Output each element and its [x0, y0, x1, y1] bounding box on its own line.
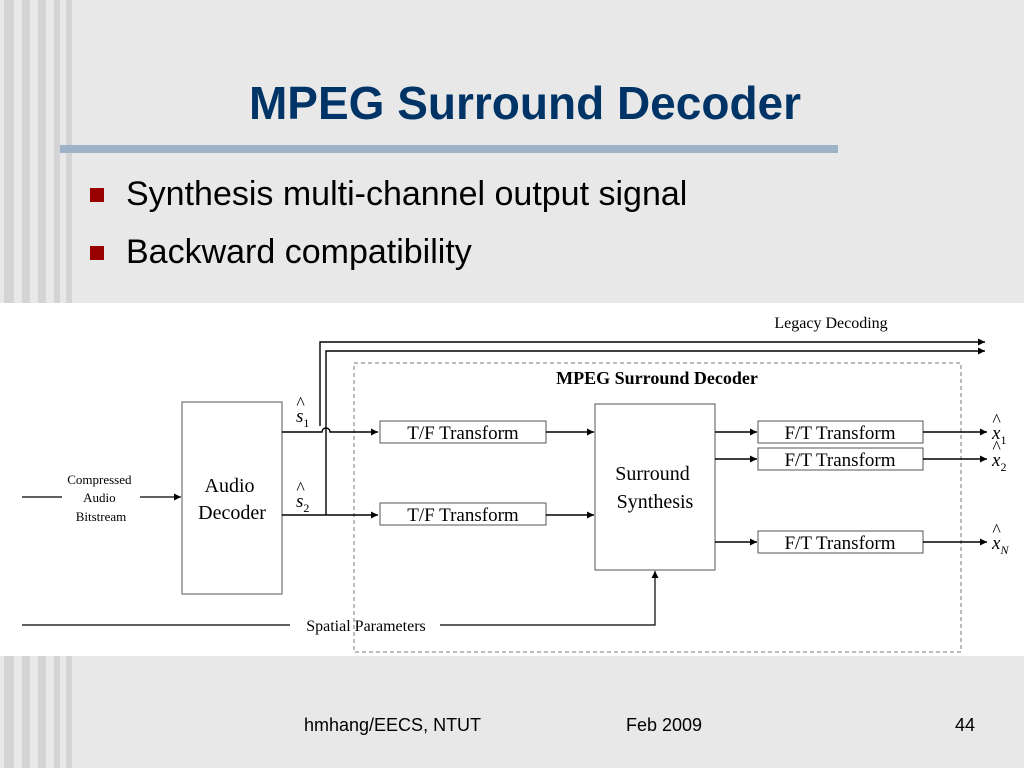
decoder-boundary — [353, 362, 962, 653]
block-diagram: MPEG Surround Decoder Legacy Decoding Co… — [0, 303, 1024, 656]
bullet-list: Synthesis multi-channel output signal Ba… — [88, 168, 687, 284]
spatial-parameters-label: Spatial Parameters — [306, 618, 426, 635]
square-bullet-icon — [90, 188, 104, 202]
block-diagram-svg: MPEG Surround Decoder Legacy Decoding Co… — [22, 315, 1009, 653]
footer-author: hmhang/EECS, NTUT — [304, 715, 482, 735]
tf-transform-label: T/F Transform — [407, 505, 519, 526]
bullet-item: Backward compatibility — [88, 226, 687, 284]
audio-decoder-label: Audio Decoder — [198, 475, 266, 524]
footer-page-number: 44 — [955, 715, 976, 735]
legacy-decoding-label: Legacy Decoding — [774, 315, 887, 332]
x1-label: x1 — [991, 423, 1006, 447]
spatial-parameters-arrow — [440, 571, 659, 626]
bullet-text: Backward compatibility — [126, 233, 472, 271]
ft-transform-label: F/T Transform — [784, 533, 895, 554]
footer-date: Feb 2009 — [626, 715, 703, 735]
xN-label: xN — [991, 533, 1009, 557]
surround-synthesis-label: Surround Synthesis — [615, 463, 694, 513]
surround-synthesis-box — [594, 403, 716, 571]
x1-hat: ^ — [992, 410, 1001, 430]
decoder-boundary-title: MPEG Surround Decoder — [556, 368, 758, 388]
s1-label: s1 — [296, 406, 309, 430]
xN-hat: ^ — [992, 520, 1001, 540]
legacy-line-1 — [319, 338, 985, 426]
s2-hat: ^ — [296, 478, 305, 498]
title-underline — [60, 145, 838, 153]
bullet-item: Synthesis multi-channel output signal — [88, 168, 687, 226]
s1-hat: ^ — [296, 393, 305, 413]
ft-transform-label: F/T Transform — [784, 450, 895, 471]
x2-label: x2 — [991, 450, 1006, 474]
bullet-text: Synthesis multi-channel output signal — [126, 175, 688, 213]
square-bullet-icon — [90, 246, 104, 260]
x2-hat: ^ — [992, 437, 1001, 457]
tf-transform-label: T/F Transform — [407, 423, 519, 444]
slide-title: MPEG Surround Decoder — [248, 77, 802, 129]
legacy-line-2 — [325, 347, 985, 515]
tf-transform-box — [379, 502, 547, 526]
s1-signal-line — [282, 427, 378, 436]
ft-transform-label: F/T Transform — [784, 423, 895, 444]
s2-label: s2 — [296, 491, 309, 515]
input-label: Compressed Audio Bitstream — [67, 472, 135, 524]
audio-decoder-box — [181, 401, 283, 595]
